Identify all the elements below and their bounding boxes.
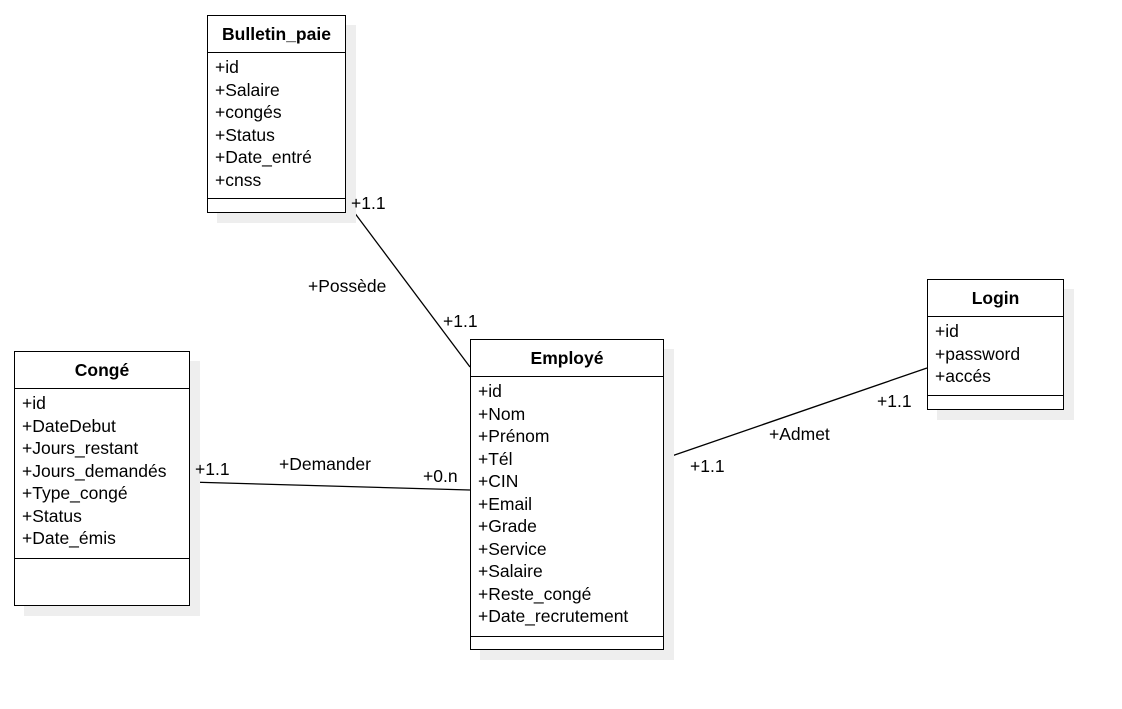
attribute: +id — [478, 381, 502, 401]
admet-target-multiplicity: +1.1 — [877, 391, 912, 411]
attribute: +id — [215, 57, 239, 77]
attribute: +Salaire — [478, 561, 543, 581]
class-conge-name: Congé — [15, 352, 189, 389]
attribute: +accés — [935, 366, 991, 386]
attribute: +id — [22, 393, 46, 413]
attribute: +Status — [215, 124, 275, 145]
attribute: +Date_entré — [215, 147, 312, 167]
class-bulletin-paie[interactable]: Bulletin_paie +id +Salaire +congés +Stat… — [207, 15, 346, 213]
attribute: +Tél — [478, 448, 513, 469]
attribute: +Reste_congé — [478, 583, 592, 604]
admet-source-multiplicity: +1.1 — [690, 456, 725, 476]
demander-source-multiplicity: +1.1 — [195, 459, 230, 479]
demander-association-line — [188, 481, 471, 491]
possede-source-multiplicity: +1.1 — [351, 193, 386, 213]
attribute: +Nom — [478, 403, 526, 424]
attribute: +Status — [22, 505, 82, 526]
attribute: +congés — [215, 102, 282, 122]
possede-association-name: +Possède — [308, 276, 387, 296]
class-conge[interactable]: Congé +id +DateDebut +Jours_restant +Jou… — [14, 351, 190, 606]
demander-association-name: +Demander — [279, 454, 371, 474]
class-employe[interactable]: Employé +id +Nom +Prénom +Tél +CIN +Emai… — [470, 339, 664, 650]
class-login-name: Login — [928, 280, 1063, 317]
class-employe-attributes: +id +Nom +Prénom +Tél +CIN +Email +Grade… — [471, 377, 663, 637]
attribute: +CIN — [478, 471, 519, 491]
possede-target-multiplicity: +1.1 — [443, 311, 478, 331]
class-bulletin-paie-attributes: +id +Salaire +congés +Status +Date_entré… — [208, 53, 345, 199]
possede-association-line — [344, 199, 471, 368]
attribute: +Prénom — [478, 426, 550, 446]
admet-association-name: +Admet — [769, 424, 830, 444]
attribute: +Salaire — [215, 79, 280, 100]
attribute: +Type_congé — [22, 483, 128, 503]
class-login[interactable]: Login +id +password +accés — [927, 279, 1064, 410]
attribute: +Jours_restant — [22, 438, 139, 458]
class-login-attributes: +id +password +accés — [928, 317, 1063, 396]
demander-target-multiplicity: +0.n — [423, 466, 458, 486]
class-employe-name: Employé — [471, 340, 663, 377]
attribute: +Date_émis — [22, 528, 116, 548]
attribute: +DateDebut — [22, 415, 116, 436]
attribute: +password — [935, 343, 1021, 364]
attribute: +Email — [478, 493, 532, 514]
attribute: +Date_recrutement — [478, 606, 629, 626]
attribute: +Service — [478, 538, 547, 559]
class-bulletin-paie-name: Bulletin_paie — [208, 16, 345, 53]
attribute: +Jours_demandés — [22, 460, 167, 481]
attribute: +cnss — [215, 169, 262, 190]
attribute: +Grade — [478, 516, 537, 536]
class-conge-attributes: +id +DateDebut +Jours_restant +Jours_dem… — [15, 389, 189, 559]
attribute: +id — [935, 321, 959, 341]
admet-association-line — [662, 367, 928, 460]
